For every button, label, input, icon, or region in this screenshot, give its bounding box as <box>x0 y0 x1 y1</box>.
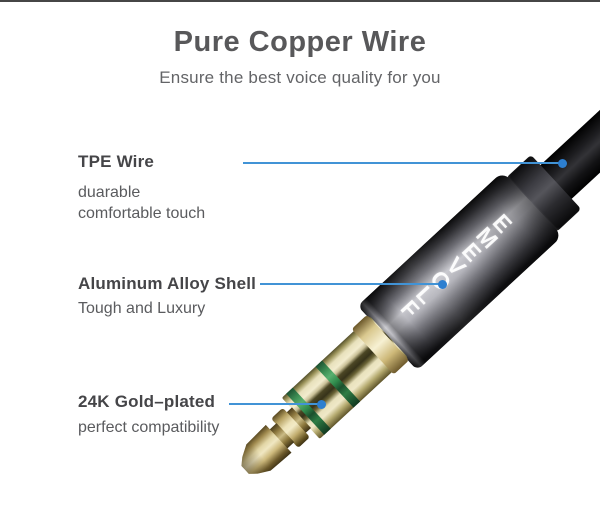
callout-description: duarable <box>78 184 141 201</box>
leader-line-gold <box>229 403 320 405</box>
leader-dot-tpe <box>558 159 567 168</box>
page-title: Pure Copper Wire <box>173 26 427 58</box>
callout-description: perfect compatibility <box>78 419 220 436</box>
leader-dot-gold <box>317 400 326 409</box>
callout-title: 24K Gold–plated <box>78 392 216 411</box>
callout-description: Tough and Luxury <box>78 300 206 317</box>
callout-aluminum-shell: Aluminum Alloy Shell Tough and Luxury <box>78 274 256 319</box>
page-subtitle: Ensure the best voice quality for you <box>159 68 441 87</box>
callout-gold-plated: 24K Gold–plated perfect compatibility <box>78 392 219 438</box>
leader-line-tpe <box>243 162 561 164</box>
callout-description: comfortable touch <box>78 205 206 222</box>
brand-text: FLOVEME <box>395 208 518 323</box>
header: Pure Copper Wire Ensure the best voice q… <box>0 26 600 88</box>
leader-line-aluminum <box>260 283 441 285</box>
leader-dot-aluminum <box>438 280 447 289</box>
top-border-line <box>0 0 600 2</box>
callout-title: TPE Wire <box>78 152 155 171</box>
callout-title: Aluminum Alloy Shell <box>78 274 257 293</box>
callout-tpe-wire: TPE Wire duarable comfortable touch <box>78 152 205 224</box>
